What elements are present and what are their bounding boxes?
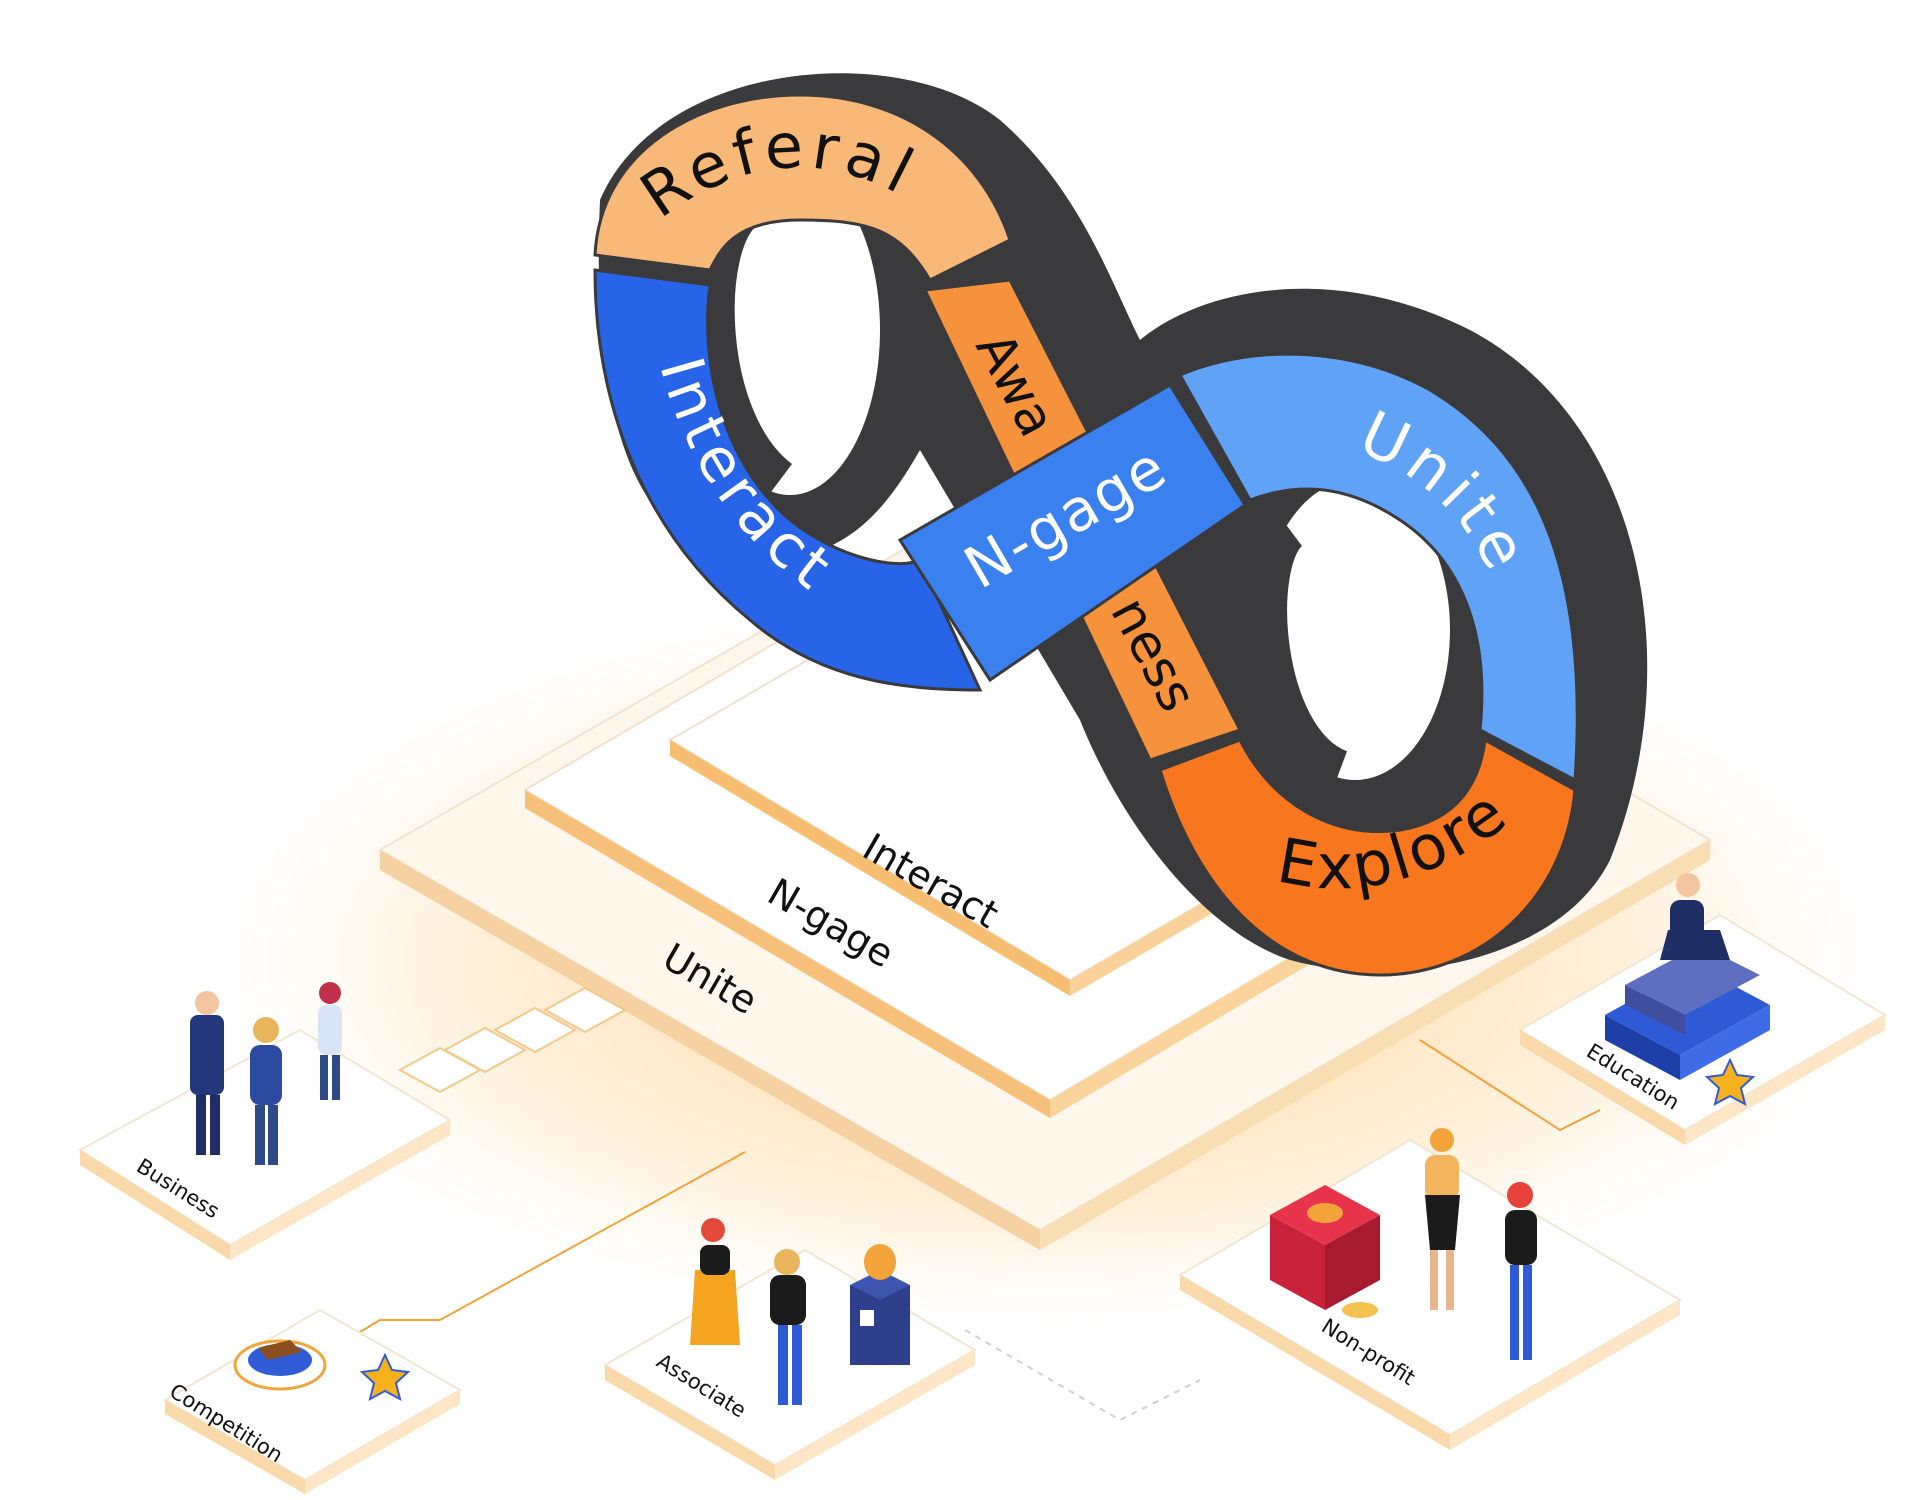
tile-education: Education: [1518, 873, 1887, 1145]
infinity-loop: [593, 73, 1648, 977]
associate-people-illustration: [690, 1218, 910, 1405]
star-icon: [1704, 1057, 1756, 1106]
business-people-illustration: [190, 982, 342, 1165]
platform-steps: [397, 986, 628, 1094]
star-icon: [359, 1352, 411, 1401]
tile-business: Business: [78, 982, 452, 1260]
tile-competition: Competition: [162, 1308, 463, 1494]
tile-associate: Associate: [603, 1218, 977, 1480]
education-illustration: [1605, 873, 1770, 1106]
non-profit-illustration: [1270, 1128, 1537, 1360]
coins-icon: [1342, 1302, 1378, 1318]
dashed-connector: [964, 1329, 1201, 1422]
tile-non-profit: Non-profit: [1178, 1128, 1682, 1450]
